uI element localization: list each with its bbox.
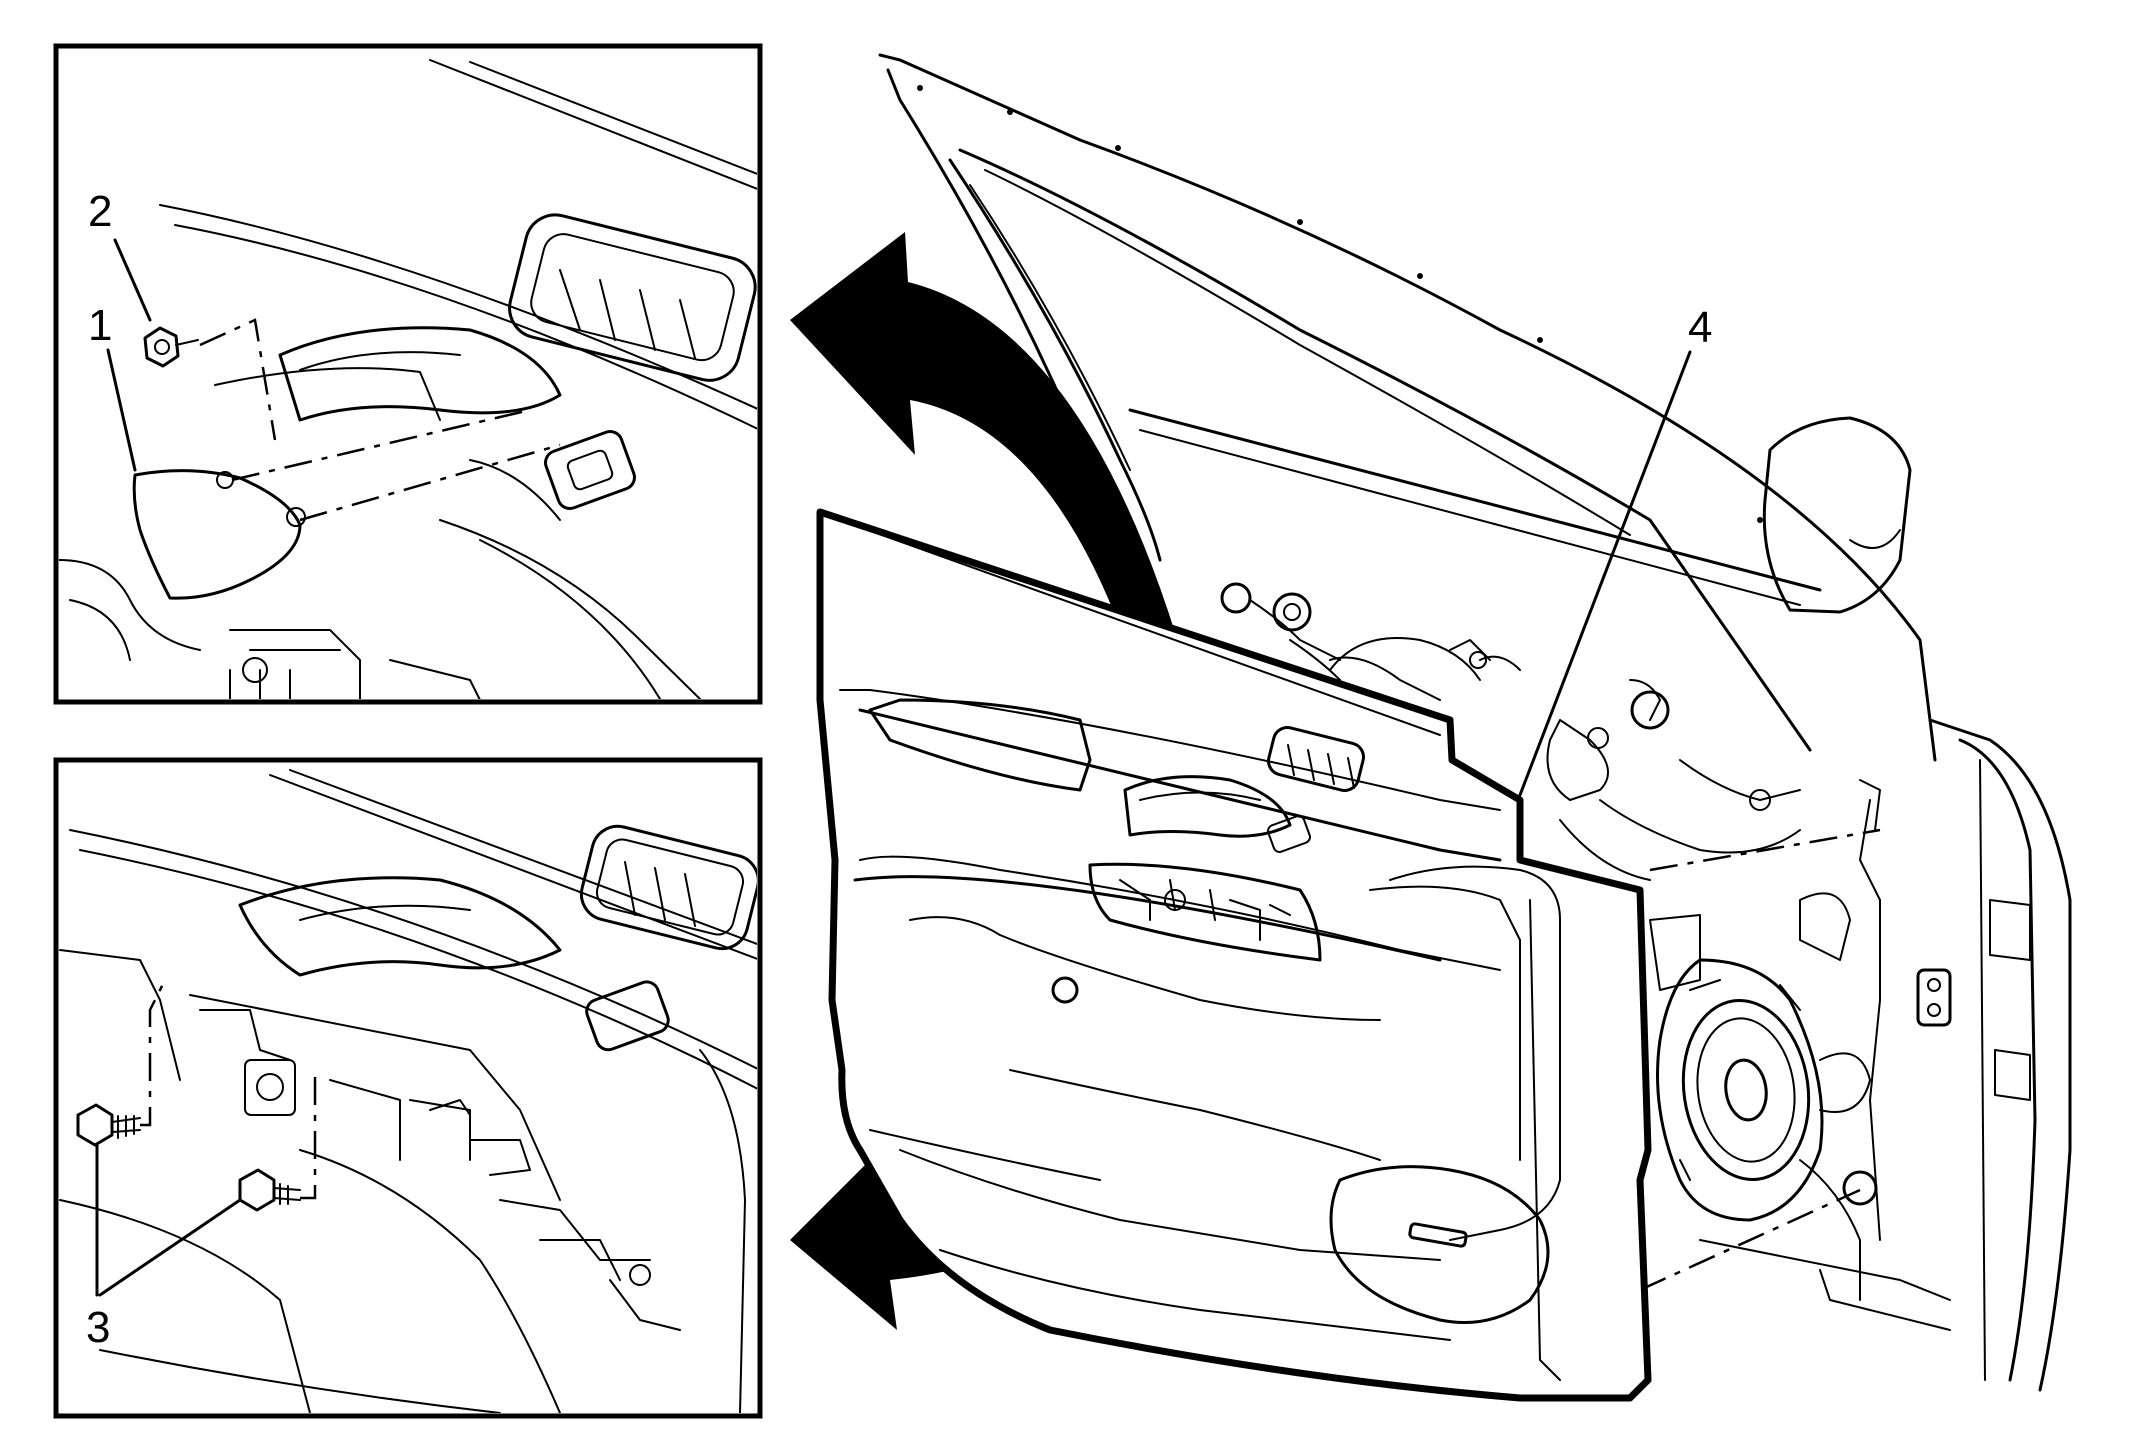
callout-3: 3 bbox=[86, 1303, 110, 1352]
window-switch-bezel bbox=[508, 213, 757, 382]
inset-top-speaker-grille: 2 1 bbox=[53, 43, 763, 705]
inset-bottom-frame bbox=[53, 757, 763, 1419]
window-switch-bezel-panel bbox=[1267, 726, 1365, 792]
door-trim-panel bbox=[816, 508, 1652, 1402]
leader-3b bbox=[98, 1198, 242, 1297]
door-inner-panel bbox=[878, 53, 2072, 1392]
callout-1: 1 bbox=[88, 301, 112, 350]
leader-4 bbox=[1518, 350, 1692, 797]
curved-arrow-icon bbox=[790, 232, 1200, 720]
side-mirror bbox=[1762, 416, 1912, 614]
curved-arrow-icon bbox=[790, 950, 1250, 1330]
inset-bottom-handle-bolts: 3 bbox=[53, 757, 763, 1419]
window-switch-bezel-lower bbox=[579, 824, 757, 951]
frame-rivets bbox=[917, 85, 1763, 523]
leader-1 bbox=[106, 348, 137, 472]
leader-2 bbox=[113, 238, 152, 322]
inset-top-frame bbox=[53, 43, 763, 705]
latch-icon bbox=[1916, 968, 1952, 1027]
callout-2: 2 bbox=[88, 187, 112, 236]
bolt-icon bbox=[143, 326, 199, 368]
bolt-icon bbox=[76, 1103, 141, 1147]
speaker-grille-icon bbox=[1329, 1165, 1550, 1324]
door-speaker bbox=[1656, 958, 1824, 1222]
lock-switch bbox=[544, 430, 636, 510]
retainer-icon bbox=[1220, 582, 1312, 632]
callout-4: 4 bbox=[1688, 303, 1712, 352]
inset-top-artwork bbox=[59, 59, 757, 699]
